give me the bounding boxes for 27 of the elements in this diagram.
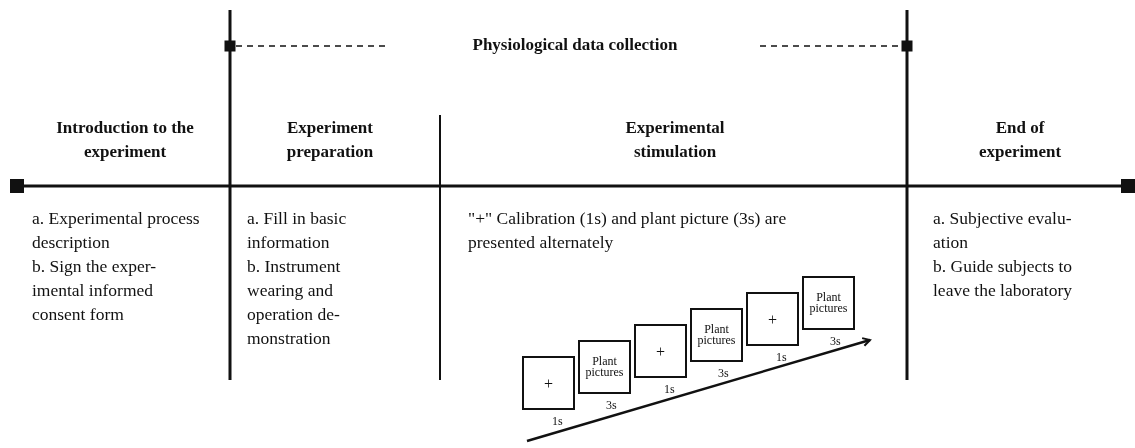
- duration-label: 1s: [664, 382, 675, 397]
- frame-text: Plant pictures: [696, 324, 737, 346]
- duration-label: 1s: [776, 350, 787, 365]
- stage-heading: Introduction to the experiment: [55, 117, 195, 163]
- stage-heading: End of experiment: [977, 117, 1063, 163]
- step-text: b. Guide subjects to leave the laboratory: [933, 255, 1073, 302]
- step-text: b. Sign the exper- imental informed consent form: [32, 255, 158, 326]
- duration-label: 3s: [718, 366, 729, 381]
- duration-label: 3s: [606, 398, 617, 413]
- stimulus-frame: [802, 276, 855, 330]
- stage-heading: Experimental stimulation: [624, 117, 726, 163]
- duration-label: 1s: [552, 414, 563, 429]
- stage-heading: Experiment preparation: [285, 117, 375, 163]
- frame-text: Plant pictures: [584, 356, 625, 378]
- stimulus-frame: [690, 308, 743, 362]
- frame-text: +: [656, 345, 665, 357]
- section-title: Physiological data collection: [471, 34, 679, 56]
- stimulus-frame: [634, 324, 687, 378]
- frame-text: +: [768, 313, 777, 325]
- frame-text: +: [544, 377, 553, 389]
- stimulus-frame: [746, 292, 799, 346]
- stimulus-frame: [522, 356, 575, 410]
- stimulus-frame: [578, 340, 631, 394]
- frame-text: Plant pictures: [808, 292, 849, 314]
- step-text: b. Instrument wearing and operation de- monstration: [247, 255, 342, 350]
- duration-label: 3s: [830, 334, 841, 349]
- description-text: "+" Calibration (1s) and plant picture (3s) are presented alternately: [468, 207, 788, 254]
